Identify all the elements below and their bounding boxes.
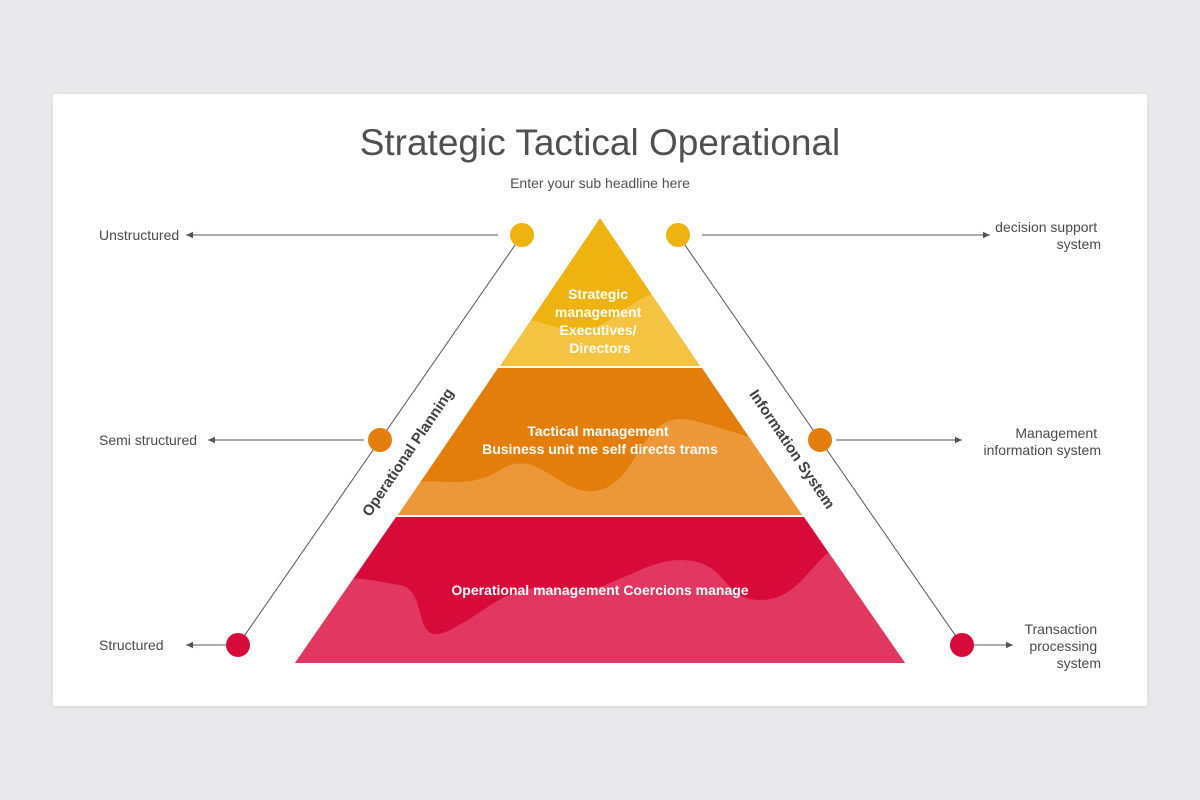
strategic-line-1: Strategic xyxy=(568,286,628,302)
tactical-line-2: Business unit me self directs trams xyxy=(482,441,718,457)
unstructured-dot xyxy=(510,223,534,247)
strategic-line-4: Directors xyxy=(569,340,631,356)
management-info-dot xyxy=(808,428,832,452)
strategic-line-2: management xyxy=(555,304,642,320)
semi-structured-label: Semi structured xyxy=(99,432,197,448)
decision-support-label: decision support system xyxy=(995,219,1101,252)
svg-text:Tactical management Busi: Tactical management Business unit me sel… xyxy=(482,423,718,457)
pyramid-level-strategic: Strategic management Executives/ Directo… xyxy=(500,218,700,366)
strategic-line-3: Executives/ xyxy=(560,322,637,338)
pyramid-level-operational: Operational management Coercions manage xyxy=(295,517,905,663)
structured-dot xyxy=(226,633,250,657)
page-title: Strategic Tactical Operational xyxy=(360,122,841,163)
pyramid-level-tactical: Tactical management Business unit me sel… xyxy=(398,368,802,515)
page-subtitle: Enter your sub headline here xyxy=(510,175,690,191)
operational-layer-wave xyxy=(295,545,905,663)
operational-label: Operational management Coercions manage xyxy=(451,582,748,598)
semi-structured-dot xyxy=(368,428,392,452)
strategic-layer-wave xyxy=(500,293,700,366)
transaction-processing-dot xyxy=(950,633,974,657)
svg-text:Strategic management: Strategic management Executives/ Directo… xyxy=(555,286,645,356)
structured-label: Structured xyxy=(99,637,164,653)
unstructured-label: Unstructured xyxy=(99,227,179,243)
transaction-processing-label: Transaction processing system xyxy=(1024,621,1101,671)
tactical-line-1: Tactical management xyxy=(527,423,669,439)
decision-support-dot xyxy=(666,223,690,247)
tactical-layer-wave xyxy=(398,419,802,515)
management-info-label: Management information system xyxy=(984,425,1101,458)
